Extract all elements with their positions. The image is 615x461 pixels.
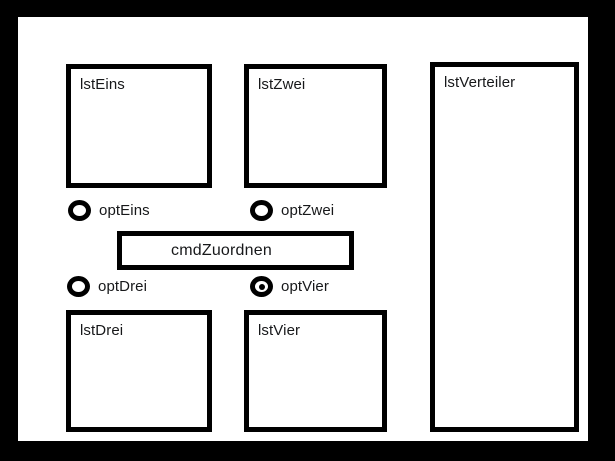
radio-label-opt-eins: optEins [99, 201, 150, 219]
listbox-lst-zwei[interactable]: lstZwei [244, 64, 387, 188]
radio-option-opt-drei[interactable]: optDrei [67, 275, 147, 297]
listbox-label-lst-zwei: lstZwei [258, 76, 306, 93]
command-button-cmd-zuordnen[interactable]: cmdZuordnen [117, 231, 354, 270]
radio-unchecked-icon[interactable] [68, 199, 91, 221]
radio-unchecked-icon[interactable] [250, 199, 273, 221]
radio-checked-icon[interactable] [250, 275, 273, 297]
radio-unchecked-icon[interactable] [67, 275, 90, 297]
listbox-lst-drei[interactable]: lstDrei [66, 310, 212, 432]
radio-option-opt-zwei[interactable]: optZwei [250, 199, 334, 221]
radio-option-opt-eins[interactable]: optEins [68, 199, 150, 221]
radio-label-opt-zwei: optZwei [281, 201, 335, 219]
command-button-label: cmdZuordnen [171, 241, 272, 259]
listbox-lst-vier[interactable]: lstVier [244, 310, 387, 432]
listbox-label-lst-drei: lstDrei [80, 322, 124, 339]
form-canvas: lstEins lstZwei lstVerteiler optEins opt… [18, 17, 588, 441]
listbox-lst-verteiler[interactable]: lstVerteiler [430, 62, 579, 432]
radio-label-opt-vier: optVier [281, 277, 329, 295]
listbox-label-lst-verteiler: lstVerteiler [444, 74, 516, 91]
radio-option-opt-vier[interactable]: optVier [250, 275, 329, 297]
listbox-lst-eins[interactable]: lstEins [66, 64, 212, 188]
radio-label-opt-drei: optDrei [98, 277, 148, 295]
listbox-label-lst-eins: lstEins [80, 76, 125, 93]
listbox-label-lst-vier: lstVier [258, 322, 301, 339]
